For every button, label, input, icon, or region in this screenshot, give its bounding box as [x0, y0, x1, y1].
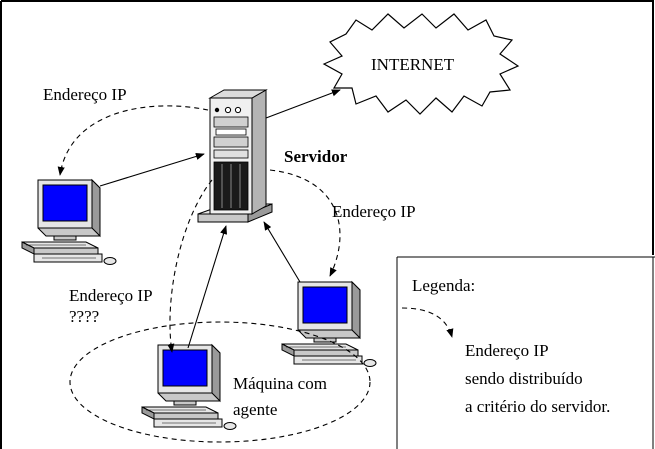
- agent-machine-label-line1: Máquina com: [233, 374, 327, 393]
- question-marks-label: ????: [69, 307, 99, 326]
- computer-agent-icon: [141, 344, 237, 430]
- legend-line-2: sendo distribuído: [465, 369, 583, 388]
- dashed-ip-to-agent: [167, 179, 213, 353]
- legend-dashed-arrow: [401, 307, 454, 338]
- legend-line-1: Endereço IP: [465, 341, 549, 360]
- computer-right-icon: [281, 281, 377, 367]
- dashed-ip-to-right-pc: [269, 169, 341, 277]
- legend-box: Legenda: Endereço IP sendo distribuído a…: [396, 256, 655, 449]
- agent-machine-label-line2: agente: [233, 400, 277, 419]
- agent-group-ellipse: [69, 321, 371, 443]
- server-label: Servidor: [284, 147, 348, 166]
- arrow-right-pc-to-server: [263, 221, 301, 283]
- ip-label-bottom: Endereço IP: [69, 286, 153, 305]
- arrow-agent-to-server: [187, 225, 228, 349]
- ip-label-left: Endereço IP: [43, 85, 127, 104]
- internet-cloud-icon: INTERNET: [322, 13, 520, 115]
- arrow-left-pc-to-server: [99, 152, 205, 187]
- legend-title: Legenda:: [412, 276, 475, 295]
- ip-label-right: Endereço IP: [332, 202, 416, 221]
- computer-left-icon: [21, 179, 117, 265]
- internet-label: INTERNET: [371, 55, 455, 74]
- dashed-ip-to-left-pc: [57, 105, 209, 176]
- server-tower-icon: [197, 89, 273, 223]
- legend-line-3: a critério do servidor.: [465, 397, 610, 416]
- arrow-server-to-internet: [265, 89, 341, 119]
